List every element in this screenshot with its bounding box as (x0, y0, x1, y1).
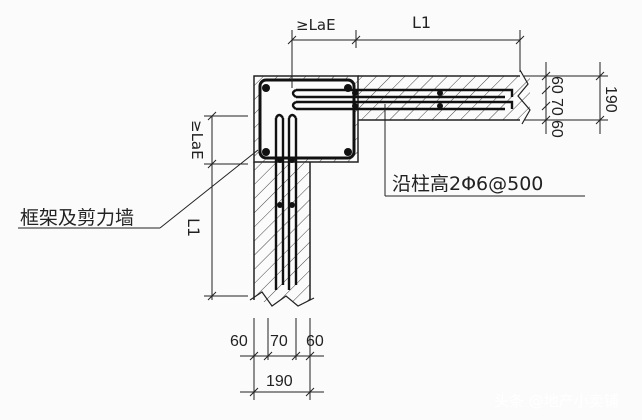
distribution-bar (437, 103, 443, 109)
break-line (517, 69, 531, 125)
bottom-total: 190 (266, 373, 293, 390)
bottom-dimension (240, 318, 324, 400)
top-dimension (287, 30, 525, 88)
column-stirrup (258, 78, 356, 160)
corner-bar (262, 84, 270, 92)
distribution-bar (437, 90, 443, 96)
left-anchor-label: ≥LaE (188, 120, 206, 160)
watermark: 头条 @地产小卖铺 (494, 392, 619, 410)
top-anchor-label: ≥LaE (296, 16, 336, 34)
bottom-seg-2: 70 (270, 333, 288, 350)
rebar-note-leader (384, 104, 585, 197)
bottom-seg-3: 60 (306, 333, 324, 350)
wall-label-leader (18, 149, 259, 229)
distribution-bar (277, 157, 283, 163)
distribution-bar (277, 202, 283, 208)
bottom-seg-1: 60 (230, 333, 248, 350)
corner-bar (262, 148, 270, 156)
break-line (249, 291, 315, 307)
vertical-wall-rebar (274, 113, 298, 290)
right-total: 190 (602, 86, 619, 113)
right-seg-3: 60 (548, 120, 565, 138)
horizontal-wall-rebar (291, 88, 514, 111)
top-length-label: L1 (412, 13, 431, 32)
right-seg-1: 60 (548, 76, 565, 94)
rebar-note: 沿柱高2Φ6@500 (392, 173, 543, 195)
distribution-bar (352, 103, 358, 109)
left-dimension (204, 111, 248, 301)
wall-label: 框架及剪力墙 (20, 207, 134, 229)
distribution-bar (289, 202, 295, 208)
distribution-bar (289, 157, 295, 163)
left-length-label: L1 (184, 218, 203, 237)
right-seg-2: 70 (548, 98, 565, 116)
corner-bar (344, 148, 352, 156)
distribution-bar (352, 90, 358, 96)
right-dimension (524, 62, 608, 134)
